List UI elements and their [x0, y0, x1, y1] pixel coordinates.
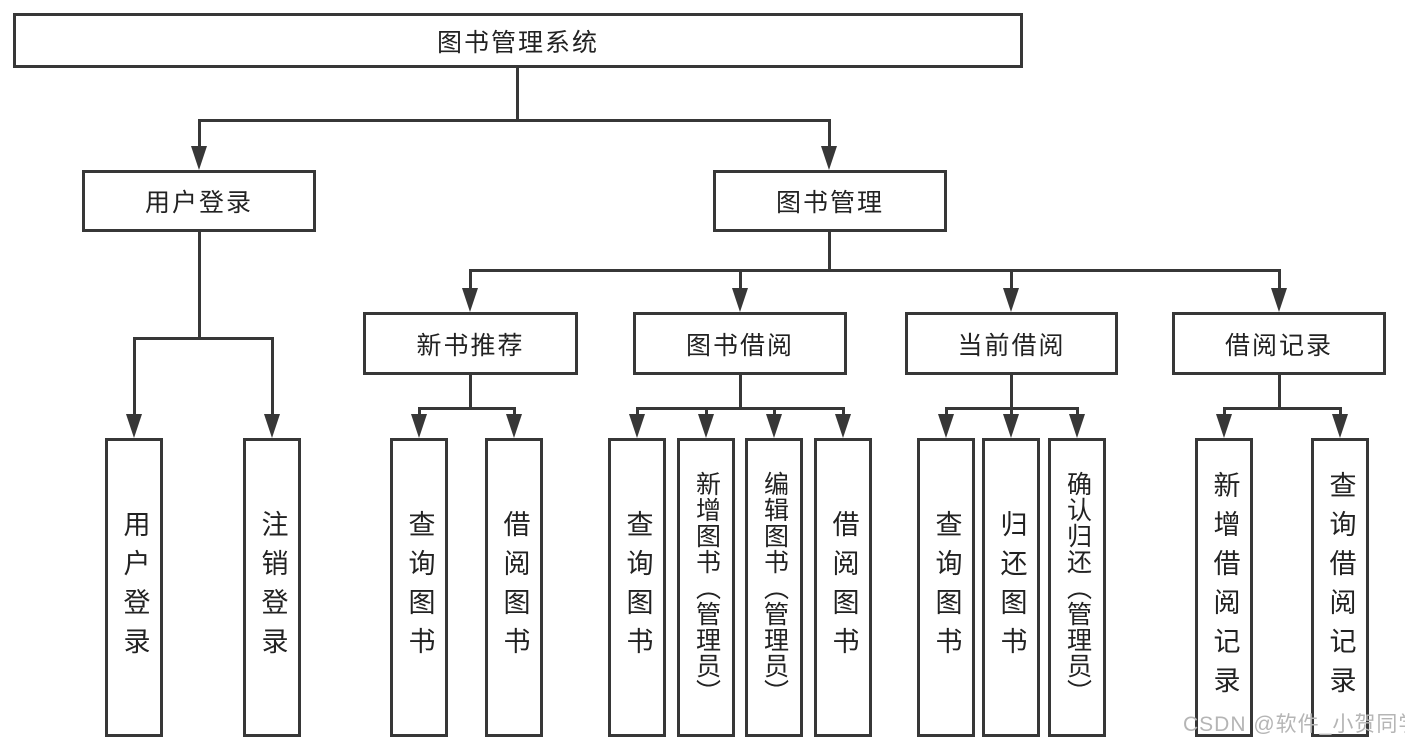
arrowhead-book-management: [821, 146, 837, 170]
leaf-return-books: 归还图书: [982, 438, 1040, 737]
arrowhead: [1069, 414, 1085, 438]
connector-drop-user-login: [198, 119, 201, 151]
arrowhead: [698, 414, 714, 438]
leaf-label: 新增借阅记录: [1209, 470, 1240, 705]
leaf-label: 查询借阅记录: [1325, 470, 1356, 705]
connector-book-mgmt-stem: [828, 232, 831, 272]
leaf-label: 查询图书: [931, 509, 962, 666]
connector-drop: [1010, 407, 1013, 420]
leaf-borrow-books: 借阅图书: [814, 438, 872, 737]
node-borrow-records: 借阅记录: [1172, 312, 1386, 375]
connector-user-login-rail: [133, 337, 274, 340]
connector-drop-logout-leaf: [271, 337, 274, 421]
node-book-borrow: 图书借阅: [633, 312, 847, 375]
arrowhead-borrow: [732, 288, 748, 312]
connector-drop-login-leaf: [133, 337, 136, 421]
leaf-label: 查询图书: [622, 509, 653, 666]
connector-recommend-stem: [469, 375, 472, 410]
arrowhead-recommend: [462, 288, 478, 312]
leaf-edit-books-admin: 编辑图书（管理员）: [745, 438, 803, 737]
arrowhead-current: [1003, 288, 1019, 312]
connector-user-login-stem: [198, 232, 201, 339]
node-label: 当前借阅: [957, 331, 1066, 360]
connector-drop: [513, 407, 516, 420]
node-new-book-recommend: 新书推荐: [363, 312, 578, 375]
connector-drop: [1339, 407, 1342, 420]
leaf-add-books-admin: 新增图书（管理员）: [677, 438, 735, 737]
leaf-label: 归还图书: [996, 509, 1027, 666]
leaf-query-books-recommend: 查询图书: [390, 438, 448, 737]
leaf-label: 确认归还（管理员）: [1063, 470, 1092, 705]
leaf-label: 借阅图书: [828, 509, 859, 666]
node-user-login: 用户登录: [82, 170, 316, 232]
leaf-label: 编辑图书（管理员）: [760, 470, 789, 705]
connector-drop-current: [1010, 269, 1013, 294]
connector-drop: [705, 407, 708, 420]
node-label: 图书借阅: [685, 331, 794, 360]
arrowhead-records: [1271, 288, 1287, 312]
leaf-label: 新增图书（管理员）: [692, 470, 721, 705]
leaf-label: 借阅图书: [499, 509, 530, 666]
arrowhead: [506, 414, 522, 438]
leaf-confirm-return-admin: 确认归还（管理员）: [1048, 438, 1106, 737]
connector-drop: [418, 407, 421, 420]
arrowhead: [766, 414, 782, 438]
connector-drop-records: [1278, 269, 1281, 294]
connector-drop: [1223, 407, 1226, 420]
arrowhead: [1332, 414, 1348, 438]
leaf-label: 查询图书: [404, 509, 435, 666]
arrowhead-login-leaf: [126, 414, 142, 438]
node-book-management: 图书管理: [713, 170, 947, 232]
connector-recommend-rail: [418, 407, 516, 410]
arrowhead: [1003, 414, 1019, 438]
node-label: 新书推荐: [416, 331, 525, 360]
node-current-borrow: 当前借阅: [905, 312, 1118, 375]
leaf-borrow-books-recommend: 借阅图书: [485, 438, 543, 737]
leaf-add-borrow-record: 新增借阅记录: [1195, 438, 1253, 737]
connector-drop-book-management: [828, 119, 831, 151]
leaf-query-borrow-record: 查询借阅记录: [1311, 438, 1369, 737]
leaf-logout: 注销登录: [243, 438, 301, 737]
leaf-query-books-borrow: 查询图书: [608, 438, 666, 737]
connector-borrow-stem: [739, 375, 742, 410]
node-label: 图书管理: [775, 189, 884, 217]
connector-drop-recommend: [469, 269, 472, 294]
connector-drop: [945, 407, 948, 420]
arrowhead: [835, 414, 851, 438]
leaf-label: 注销登录: [257, 509, 288, 666]
connector-records-rail: [1223, 407, 1342, 410]
connector-borrow-rail: [636, 407, 845, 410]
node-library-management-system: 图书管理系统: [13, 13, 1023, 68]
connector-drop-borrow: [739, 269, 742, 294]
node-label: 图书管理系统: [436, 28, 599, 57]
node-label: 借阅记录: [1224, 331, 1333, 360]
connector-current-stem: [1010, 375, 1013, 410]
leaf-user-login: 用户登录: [105, 438, 163, 737]
connector-drop: [773, 407, 776, 420]
connector-drop: [636, 407, 639, 420]
node-label: 用户登录: [144, 189, 253, 217]
connector-records-stem: [1278, 375, 1281, 410]
connector-book-mgmt-rail: [469, 269, 1281, 272]
arrowhead: [411, 414, 427, 438]
connector-root-stem: [516, 68, 519, 122]
leaf-query-books-current: 查询图书: [917, 438, 975, 737]
arrowhead: [938, 414, 954, 438]
csdn-watermark: CSDN @软件_小贺同学: [1183, 713, 1405, 736]
connector-drop: [1076, 407, 1079, 420]
connector-drop: [842, 407, 845, 420]
arrowhead: [1216, 414, 1232, 438]
connector-root-rail: [198, 119, 831, 122]
arrowhead-user-login: [191, 146, 207, 170]
arrowhead: [629, 414, 645, 438]
leaf-label: 用户登录: [119, 509, 150, 666]
arrowhead-logout-leaf: [264, 414, 280, 438]
